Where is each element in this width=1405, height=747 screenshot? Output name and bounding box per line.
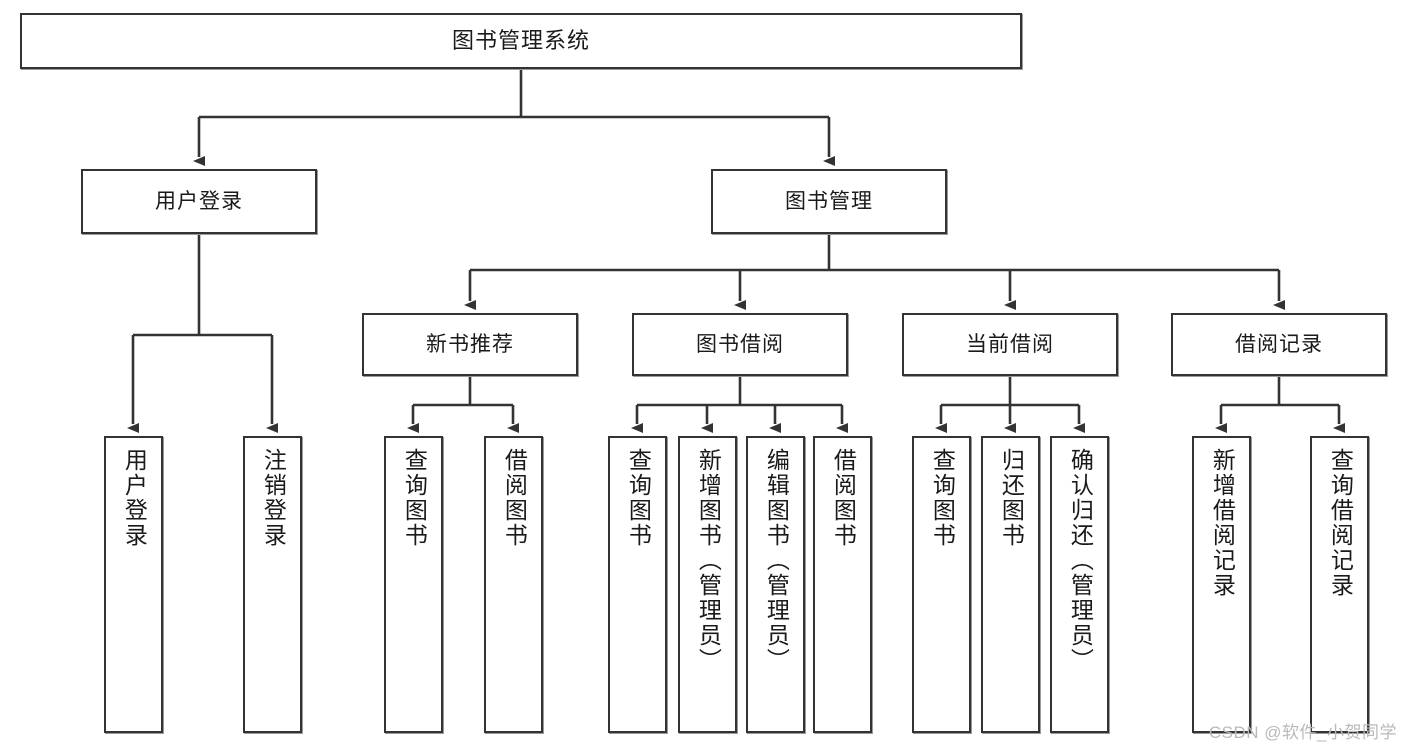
leaf-query-book-3[interactable]: 查询图书	[912, 436, 971, 733]
node-label: 用户登录	[155, 189, 243, 213]
node-label: 新书推荐	[426, 332, 514, 356]
leaf-confirm-return[interactable]: 确认归还（管理员）	[1050, 436, 1109, 733]
leaf-borrow-book-1[interactable]: 借阅图书	[484, 436, 543, 733]
node-label: 新增图书（管理员）	[695, 448, 722, 673]
node-borrow-record[interactable]: 借阅记录	[1171, 313, 1387, 376]
node-label: 查询图书	[401, 448, 428, 548]
node-label: 查询借阅记录	[1327, 448, 1354, 598]
node-new-book-recommend[interactable]: 新书推荐	[362, 313, 578, 376]
leaf-query-book-1[interactable]: 查询图书	[384, 436, 443, 733]
node-label: 查询图书	[929, 448, 956, 548]
leaf-logout-login[interactable]: 注销登录	[243, 436, 302, 733]
node-label: 借阅图书	[501, 448, 528, 548]
node-book-management[interactable]: 图书管理	[711, 169, 947, 234]
node-label: 图书管理系统	[451, 27, 590, 53]
node-label: 归还图书	[998, 448, 1025, 548]
node-label: 新增借阅记录	[1209, 448, 1236, 598]
node-root-book-management-system[interactable]: 图书管理系统	[20, 13, 1022, 69]
leaf-add-book[interactable]: 新增图书（管理员）	[678, 436, 737, 733]
leaf-user-login[interactable]: 用户登录	[104, 436, 163, 733]
node-current-borrow[interactable]: 当前借阅	[902, 313, 1118, 376]
node-label: 借阅记录	[1235, 332, 1323, 356]
node-label: 图书借阅	[696, 332, 784, 356]
node-book-borrow[interactable]: 图书借阅	[632, 313, 848, 376]
leaf-return-book[interactable]: 归还图书	[981, 436, 1040, 733]
node-label: 借阅图书	[830, 448, 857, 548]
node-label: 查询图书	[625, 448, 652, 548]
leaf-query-book-2[interactable]: 查询图书	[608, 436, 667, 733]
leaf-borrow-book-2[interactable]: 借阅图书	[813, 436, 872, 733]
leaf-edit-book[interactable]: 编辑图书（管理员）	[746, 436, 805, 733]
node-label: 确认归还（管理员）	[1067, 448, 1094, 673]
node-user-login[interactable]: 用户登录	[81, 169, 317, 234]
node-label: 编辑图书（管理员）	[763, 448, 790, 673]
node-label: 注销登录	[260, 448, 287, 548]
leaf-query-record[interactable]: 查询借阅记录	[1310, 436, 1369, 733]
node-label: 用户登录	[121, 448, 148, 548]
node-label: 图书管理	[785, 189, 873, 213]
leaf-add-record[interactable]: 新增借阅记录	[1192, 436, 1251, 733]
node-label: 当前借阅	[966, 332, 1054, 356]
